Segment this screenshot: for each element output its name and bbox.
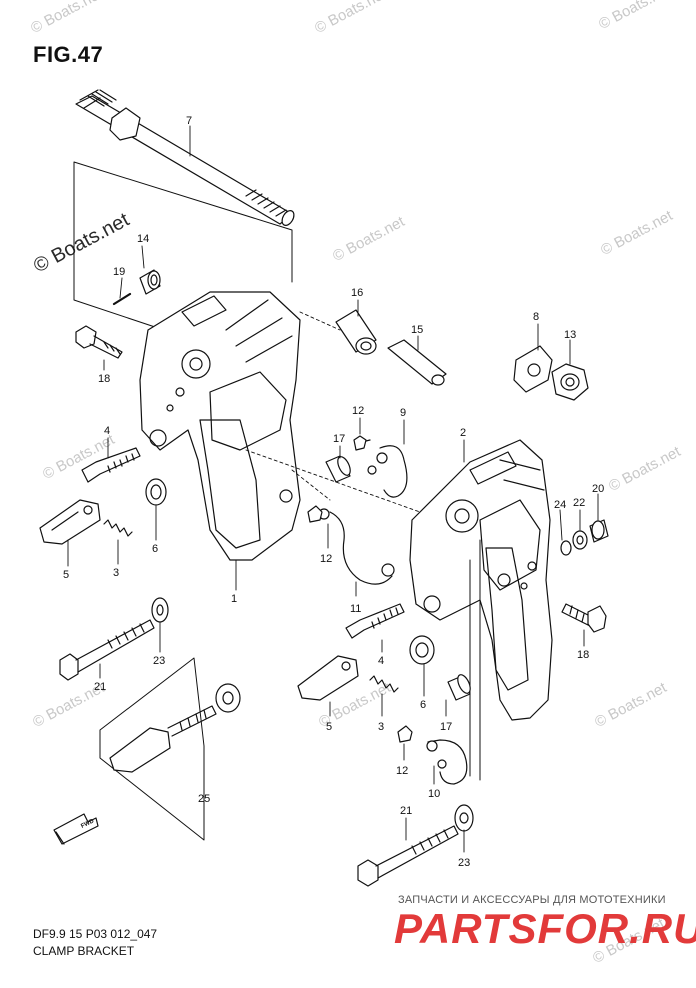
part-label: 2: [460, 427, 466, 439]
part-label: 13: [564, 329, 576, 341]
part-label: 11: [350, 603, 361, 615]
figure-name: CLAMP BRACKET: [33, 944, 135, 958]
figure-code: DF9.9 15 P03 012_047: [33, 927, 158, 941]
part-25-lever-assembly: [109, 683, 241, 773]
part-label: 5: [63, 569, 69, 581]
part-18-bolt-left: [75, 325, 123, 359]
part-17-sleeve-lower: [447, 674, 471, 701]
fwd-label: FWD: [80, 818, 96, 830]
part-5-lever-right: [297, 655, 359, 701]
part-11-ground-wire: [318, 508, 395, 585]
part-23-washer-right: [454, 804, 474, 832]
part-3-spring-left: [103, 519, 133, 537]
part-label: 9: [400, 407, 406, 419]
part-labels: 7 14 19 18 4 6 5 3 1 23 21 25 16 15 8 13…: [63, 115, 604, 869]
part-8-plate: [513, 345, 553, 393]
part-label: 17: [333, 433, 345, 445]
part-label: 24: [554, 499, 566, 511]
part-label: 12: [396, 765, 408, 777]
part-7-tilt-shaft: [75, 89, 295, 226]
brand-logo: PARTSFOR.RU: [394, 905, 696, 952]
part-22-collar: [572, 530, 588, 550]
part-label: 4: [378, 655, 384, 667]
fwd-arrow-icon: [53, 813, 99, 845]
part-label: 12: [352, 405, 364, 417]
part-label: 12: [320, 553, 332, 565]
part-label: 6: [420, 699, 426, 711]
part-5-lever-left: [39, 499, 101, 545]
part-label: 15: [411, 324, 423, 336]
part-label: 3: [113, 567, 119, 579]
part-1-clamp-bracket-left: [139, 291, 301, 561]
part-6-cap-left: [145, 478, 167, 506]
part-2-clamp-bracket-right: [409, 439, 553, 721]
part-3-spring-right: [369, 675, 399, 693]
part-label: 6: [152, 543, 158, 555]
part-21-bolt-left: [59, 619, 155, 681]
part-20-sleeve: [589, 519, 609, 543]
part-label: 23: [458, 857, 470, 869]
part-label: 16: [351, 287, 363, 299]
part-12-screw-upper: [353, 435, 367, 451]
part-label: 17: [440, 721, 452, 733]
part-18-bolt-right: [561, 603, 607, 633]
part-label: 20: [592, 483, 604, 495]
part-12-screw-lower: [397, 725, 413, 743]
part-label: 23: [153, 655, 165, 667]
part-15-pin: [387, 339, 447, 386]
part-9-ground-wire: [361, 439, 408, 498]
part-13-nut: [551, 363, 589, 401]
part-24-washer: [560, 540, 572, 556]
part-label: 21: [94, 681, 106, 693]
part-23-washer-left: [151, 597, 169, 623]
part-label: 7: [186, 115, 192, 127]
part-19-pin: [112, 292, 132, 306]
part-6-cap-right: [409, 635, 435, 665]
part-label: 5: [326, 721, 332, 733]
part-16-bushing: [335, 309, 377, 355]
part-14-bushing: [139, 269, 161, 295]
part-label: 18: [98, 373, 110, 385]
figure-title: FIG.47: [33, 42, 104, 67]
part-label: 21: [400, 805, 412, 817]
part-4-adjust-rod-left: [81, 447, 141, 483]
part-label: 14: [137, 233, 149, 245]
part-label: 22: [573, 497, 585, 509]
part-12-screw-mid: [307, 505, 323, 523]
leader-lines: [67, 125, 599, 853]
part-25-assembly-box: [99, 657, 205, 841]
brand-subtitle: ЗАПЧАСТИ И АКСЕССУАРЫ ДЛЯ МОТОТЕХНИКИ: [398, 894, 666, 906]
part-label: 10: [428, 788, 440, 800]
part-label: 25: [198, 793, 210, 805]
part-label: 3: [378, 721, 384, 733]
part-label: 4: [104, 425, 110, 437]
part-17-sleeve-upper: [325, 455, 351, 483]
part-label: 8: [533, 311, 539, 323]
part-21-bolt-right: [357, 825, 459, 887]
part-label: 1: [231, 593, 237, 605]
part-label: 18: [577, 649, 589, 661]
part-4-adjust-rod-right: [345, 603, 405, 639]
part-10-ground-wire: [426, 739, 468, 785]
part-label: 19: [113, 266, 125, 278]
